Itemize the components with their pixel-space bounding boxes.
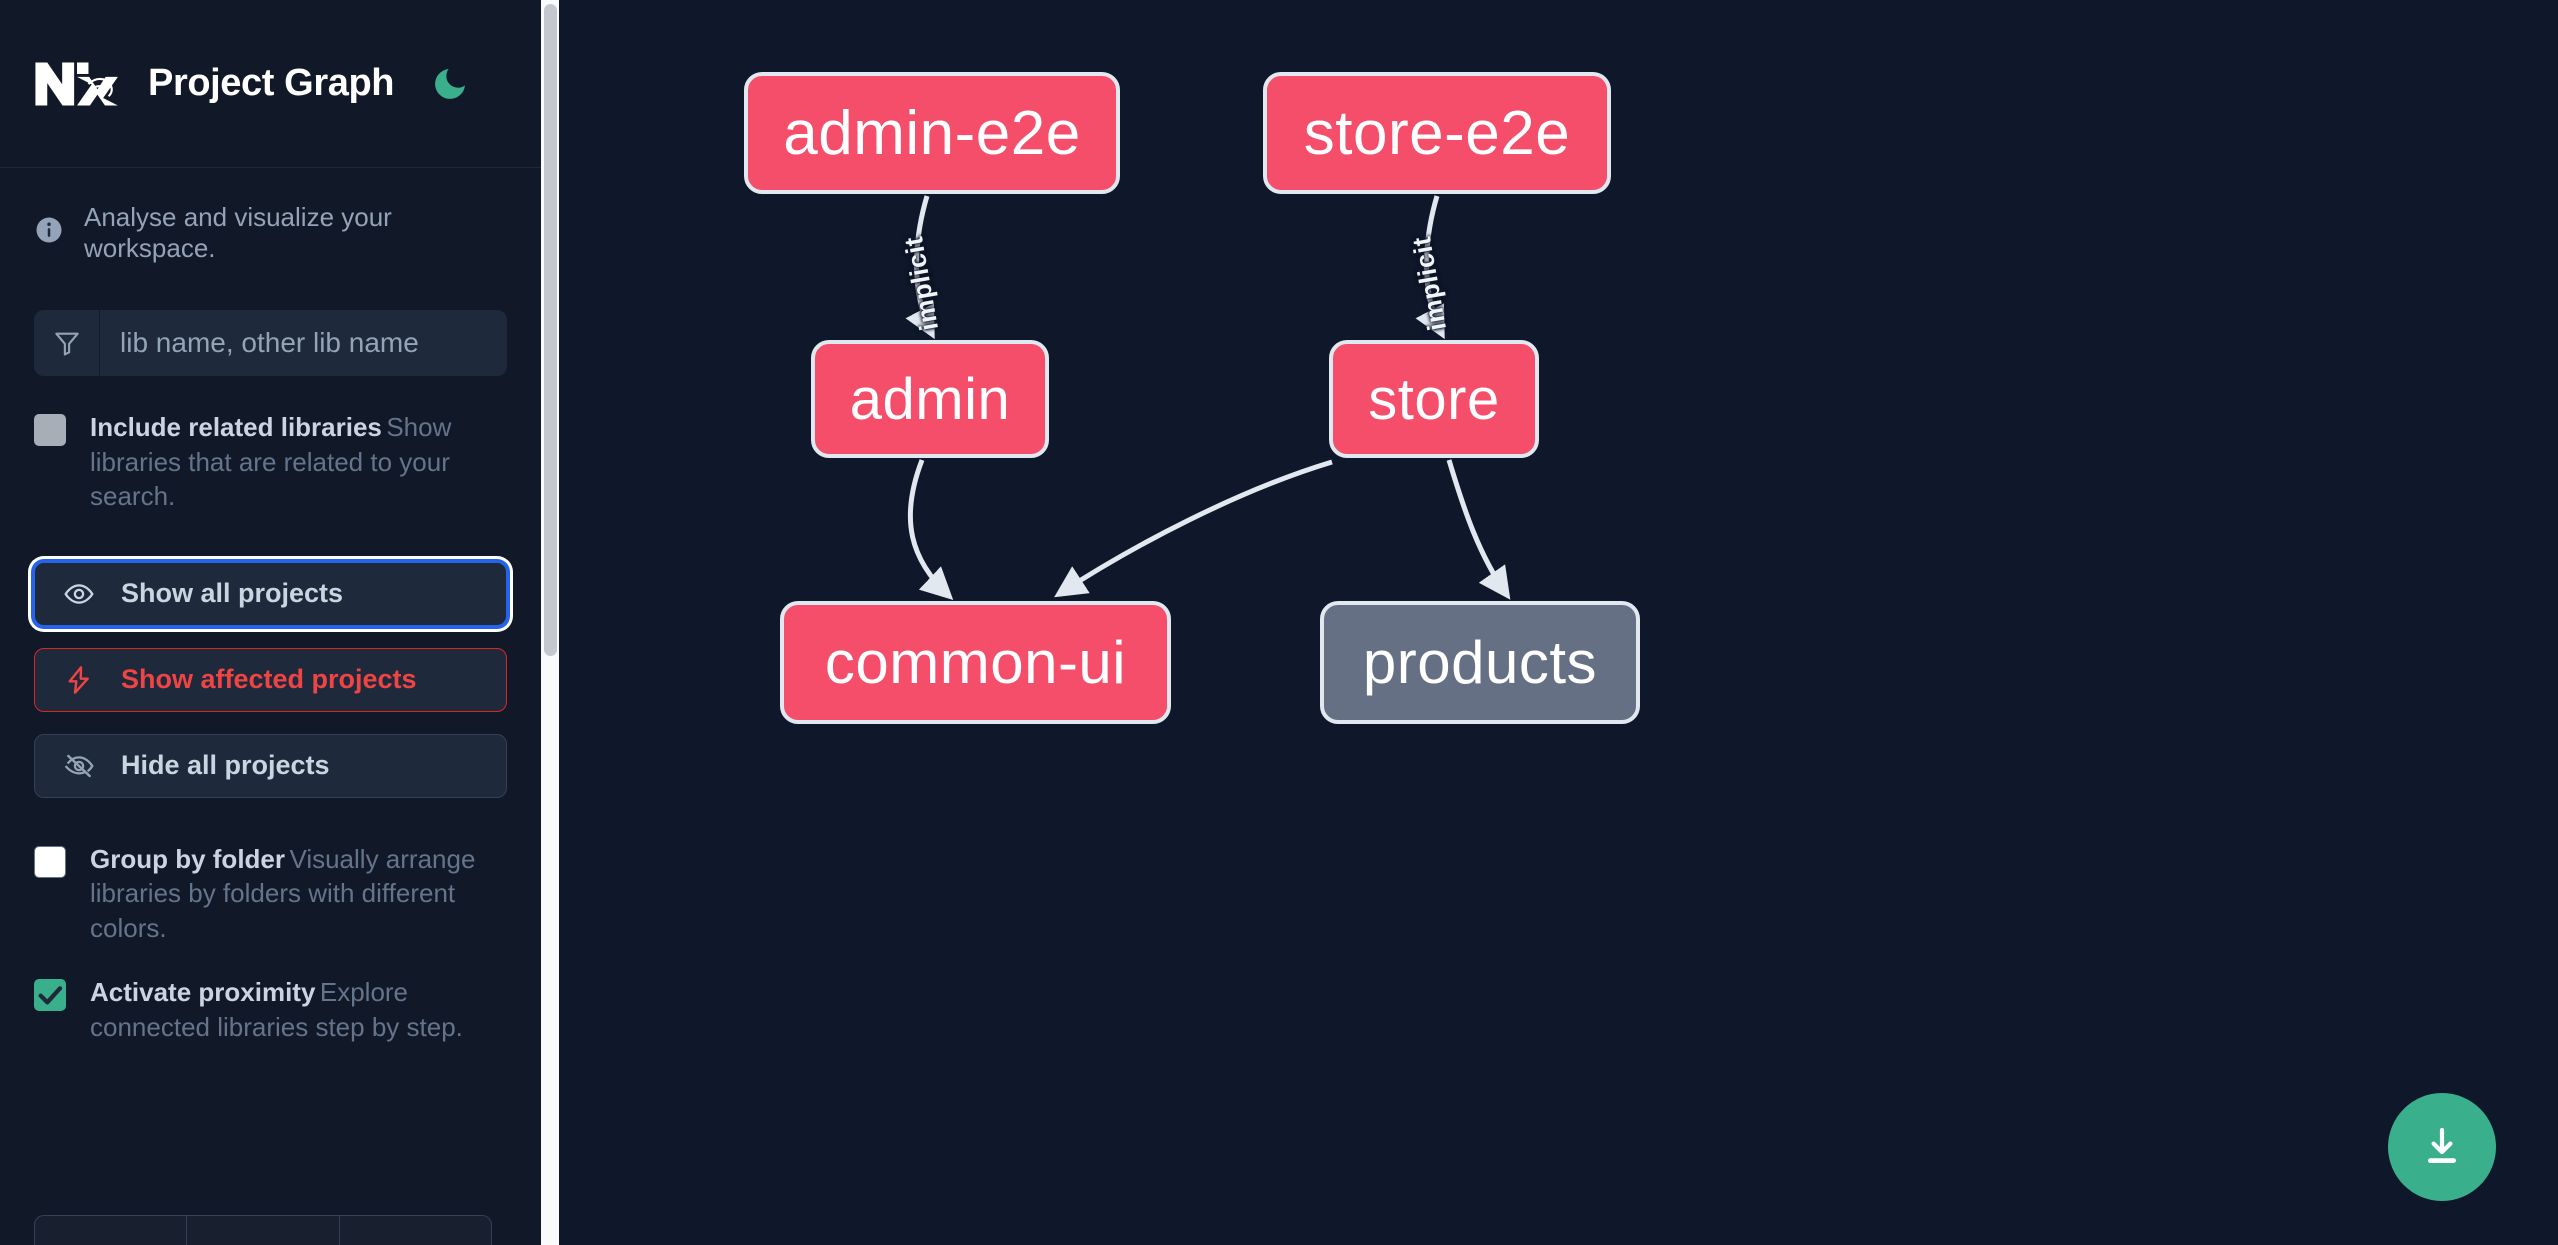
download-graph-button[interactable] (2388, 1093, 2496, 1201)
graph-node-label: common-ui (824, 629, 1127, 696)
graph-canvas[interactable]: admin-e2e store-e2e admin store common-u… (559, 0, 2558, 1245)
sidebar-header: Project Graph (0, 0, 541, 168)
segment-3[interactable] (340, 1216, 491, 1245)
sidebar-scrollbar-track[interactable] (541, 0, 559, 1245)
filter-funnel-icon[interactable] (34, 310, 100, 376)
graph-node-label: admin-e2e (783, 98, 1081, 168)
edge-admin-to-common-ui (907, 459, 954, 601)
tagline-text: Analyse and visualize your workspace. (84, 202, 392, 263)
group-by-folder-label: Group by folder (90, 843, 285, 874)
hide-all-projects-label: Hide all projects (121, 750, 330, 781)
option-include-related-libraries[interactable]: Include related libraries Show libraries… (34, 410, 507, 514)
include-related-label: Include related libraries (90, 412, 382, 442)
activate-proximity-checkbox[interactable] (34, 979, 66, 1012)
graph-node-store[interactable]: store (1329, 340, 1539, 458)
edge-admin-e2e-to-admin (905, 195, 935, 340)
graph-node-products[interactable]: products (1320, 601, 1640, 724)
eye-off-icon (63, 750, 95, 782)
search-input[interactable] (100, 310, 507, 376)
group-by-folder-description: Visually arrange libraries by folders wi… (90, 843, 476, 943)
group-by-folder-checkbox[interactable] (34, 845, 66, 878)
graph-node-admin-e2e[interactable]: admin-e2e (744, 72, 1120, 194)
bottom-segmented-control[interactable] (34, 1215, 492, 1245)
graph-edges-layer (905, 195, 1511, 601)
graph-node-label: store-e2e (1303, 98, 1571, 168)
activate-proximity-label: Activate proximity (90, 977, 316, 1008)
edge-store-e2e-to-store (1415, 195, 1445, 340)
graph-node-label: store (1368, 366, 1500, 432)
show-all-projects-button[interactable]: Show all projects (34, 561, 507, 626)
info-circle-icon (34, 215, 64, 252)
show-affected-projects-label: Show affected projects (121, 664, 417, 695)
graph-node-label: admin (849, 366, 1011, 432)
graph-node-label: products (1362, 629, 1598, 696)
sidebar: Project Graph Analyse and visualize yo (0, 0, 559, 1245)
eye-icon (63, 578, 95, 610)
activate-proximity-description: Explore connected libraries step by step… (90, 977, 463, 1043)
edge-store-to-common-ui (1054, 459, 1333, 598)
graph-node-common-ui[interactable]: common-ui (780, 601, 1171, 724)
show-affected-projects-button[interactable]: Show affected projects (34, 647, 507, 712)
segment-1[interactable] (35, 1216, 188, 1245)
lightning-bolt-icon (63, 664, 95, 696)
include-related-checkbox[interactable] (34, 414, 66, 446)
option-activate-proximity[interactable]: Activate proximity Explore connected lib… (34, 975, 507, 1044)
hide-all-projects-button[interactable]: Hide all projects (34, 733, 507, 798)
show-all-projects-label: Show all projects (121, 578, 344, 609)
page-title: Project Graph (148, 62, 395, 104)
download-icon (2418, 1122, 2466, 1173)
edge-store-to-products (1446, 459, 1511, 600)
search-bar (34, 310, 507, 376)
nx-logo-icon (34, 58, 120, 110)
segment-2[interactable] (187, 1216, 340, 1245)
moon-icon[interactable] (428, 62, 472, 106)
option-group-by-folder[interactable]: Group by folder Visually arrange librari… (34, 842, 507, 946)
action-button-group: Show all projects Show affected projects (34, 561, 507, 798)
graph-node-store-e2e[interactable]: store-e2e (1263, 72, 1611, 194)
workspace-tagline: Analyse and visualize your workspace. (0, 168, 541, 264)
include-related-description: Show libraries that are related to your … (90, 412, 452, 512)
graph-node-admin[interactable]: admin (811, 340, 1049, 458)
sidebar-scrollbar-thumb[interactable] (544, 4, 557, 656)
